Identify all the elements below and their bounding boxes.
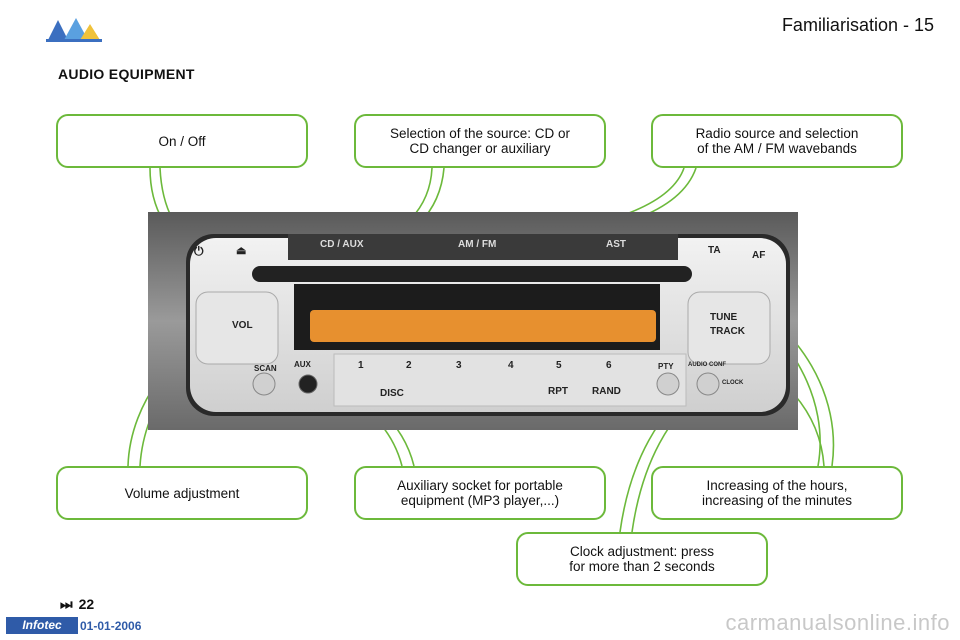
callout-volume: Volume adjustment <box>56 466 308 520</box>
vol-button: VOL <box>232 320 253 331</box>
preset-3: 3 <box>456 360 462 371</box>
audio-conf-button: AUDIO CONF <box>688 362 726 368</box>
ta-button: TA <box>708 245 721 256</box>
tune-button: TUNE <box>710 312 738 323</box>
power-icon: ⏻ <box>194 244 204 258</box>
page-reference: ⏭ 22 <box>60 596 94 613</box>
disc-label: DISC <box>380 388 404 399</box>
ast-button: AST <box>606 239 626 250</box>
clock-label: CLOCK <box>722 380 744 386</box>
page-title: Familiarisation - 15 <box>781 15 934 35</box>
rpt-label: RPT <box>548 386 568 397</box>
page-ref-number: 22 <box>78 596 95 612</box>
cd-aux-button: CD / AUX <box>320 239 364 250</box>
callout-clock: Clock adjustment: press for more than 2 … <box>516 532 768 586</box>
rand-label: RAND <box>592 386 621 397</box>
callout-aux-socket: Auxiliary socket for portable equipment … <box>354 466 606 520</box>
callout-source-selection: Selection of the source: CD or CD change… <box>354 114 606 168</box>
preset-2: 2 <box>406 360 412 371</box>
aux-socket: AUX <box>294 360 311 369</box>
pty-button: PTY <box>658 362 674 371</box>
infotec-logo: Infotec <box>6 617 78 634</box>
preset-5: 5 <box>556 360 562 371</box>
watermark: carmanualsonline.info <box>725 610 950 635</box>
radio-unit-photo <box>148 212 798 430</box>
brand-logo-icon <box>46 18 102 42</box>
callout-radio-source: Radio source and selection of the AM / F… <box>651 114 903 168</box>
preset-6: 6 <box>606 360 612 371</box>
am-fm-button: AM / FM <box>458 239 497 250</box>
next-page-icon: ⏭ <box>60 596 73 612</box>
callout-on-off: On / Off <box>56 114 308 168</box>
eject-icon: ⏏ <box>236 245 247 257</box>
footer-date: 01-01-2006 <box>80 619 142 633</box>
preset-1: 1 <box>358 360 364 371</box>
callout-increase: Increasing of the hours, increasing of t… <box>651 466 903 520</box>
section-title: AUDIO EQUIPMENT <box>58 66 195 82</box>
preset-4: 4 <box>508 360 514 371</box>
scan-button: SCAN <box>254 364 277 373</box>
track-button: TRACK <box>710 326 745 337</box>
af-button: AF <box>752 250 766 261</box>
